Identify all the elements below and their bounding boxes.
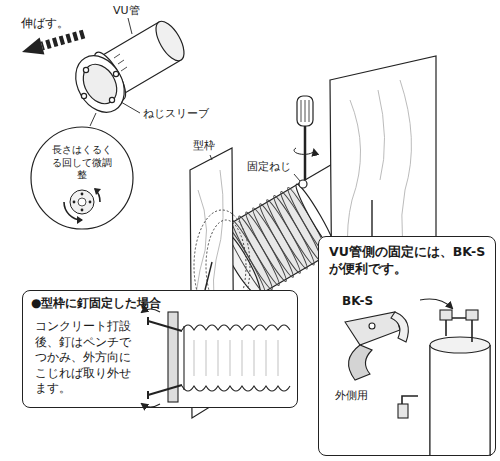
extend-arrow [22, 34, 84, 55]
pipe-with-clip [398, 299, 490, 456]
node-heading: ●型枠に釘固定した場合 [31, 296, 293, 312]
tip-box: VU管側の固定には、BK-Sが便利です。 [318, 236, 496, 456]
adjust-callout: 長さはくるくる回して微調整 [30, 126, 134, 230]
note-ground [22, 290, 298, 408]
note-box: ●型枠に釘固定した場合コンクリート打設後、釘はペンチでつかみ、外方向にこじれば取… [22, 290, 298, 408]
screw-sleeve-flange [66, 47, 134, 121]
nail-detail [142, 309, 290, 407]
bk-s-clip [345, 312, 408, 380]
part-label: 固定ねじ [246, 160, 292, 173]
screwdriver [294, 96, 314, 180]
part-label: ねじスリーブ [142, 107, 210, 120]
node-heading: 長さはくるくる回して微調整 [51, 144, 113, 182]
action-label: 伸ばす。 [20, 16, 70, 30]
tip-ground [318, 236, 496, 456]
node-body: コンクリート打設後、釘はペンチでつかみ、外方向にこじれば取り外せます。 [35, 319, 139, 397]
node-heading: VU管側の固定には、BK-Sが便利です。 [329, 244, 489, 278]
part-label: 型枠 [192, 139, 216, 152]
product-label: BK-S [341, 294, 374, 308]
leader-lines [90, 18, 140, 126]
part-label: VU管 [112, 4, 141, 17]
note-label: 外側用 [334, 389, 369, 402]
